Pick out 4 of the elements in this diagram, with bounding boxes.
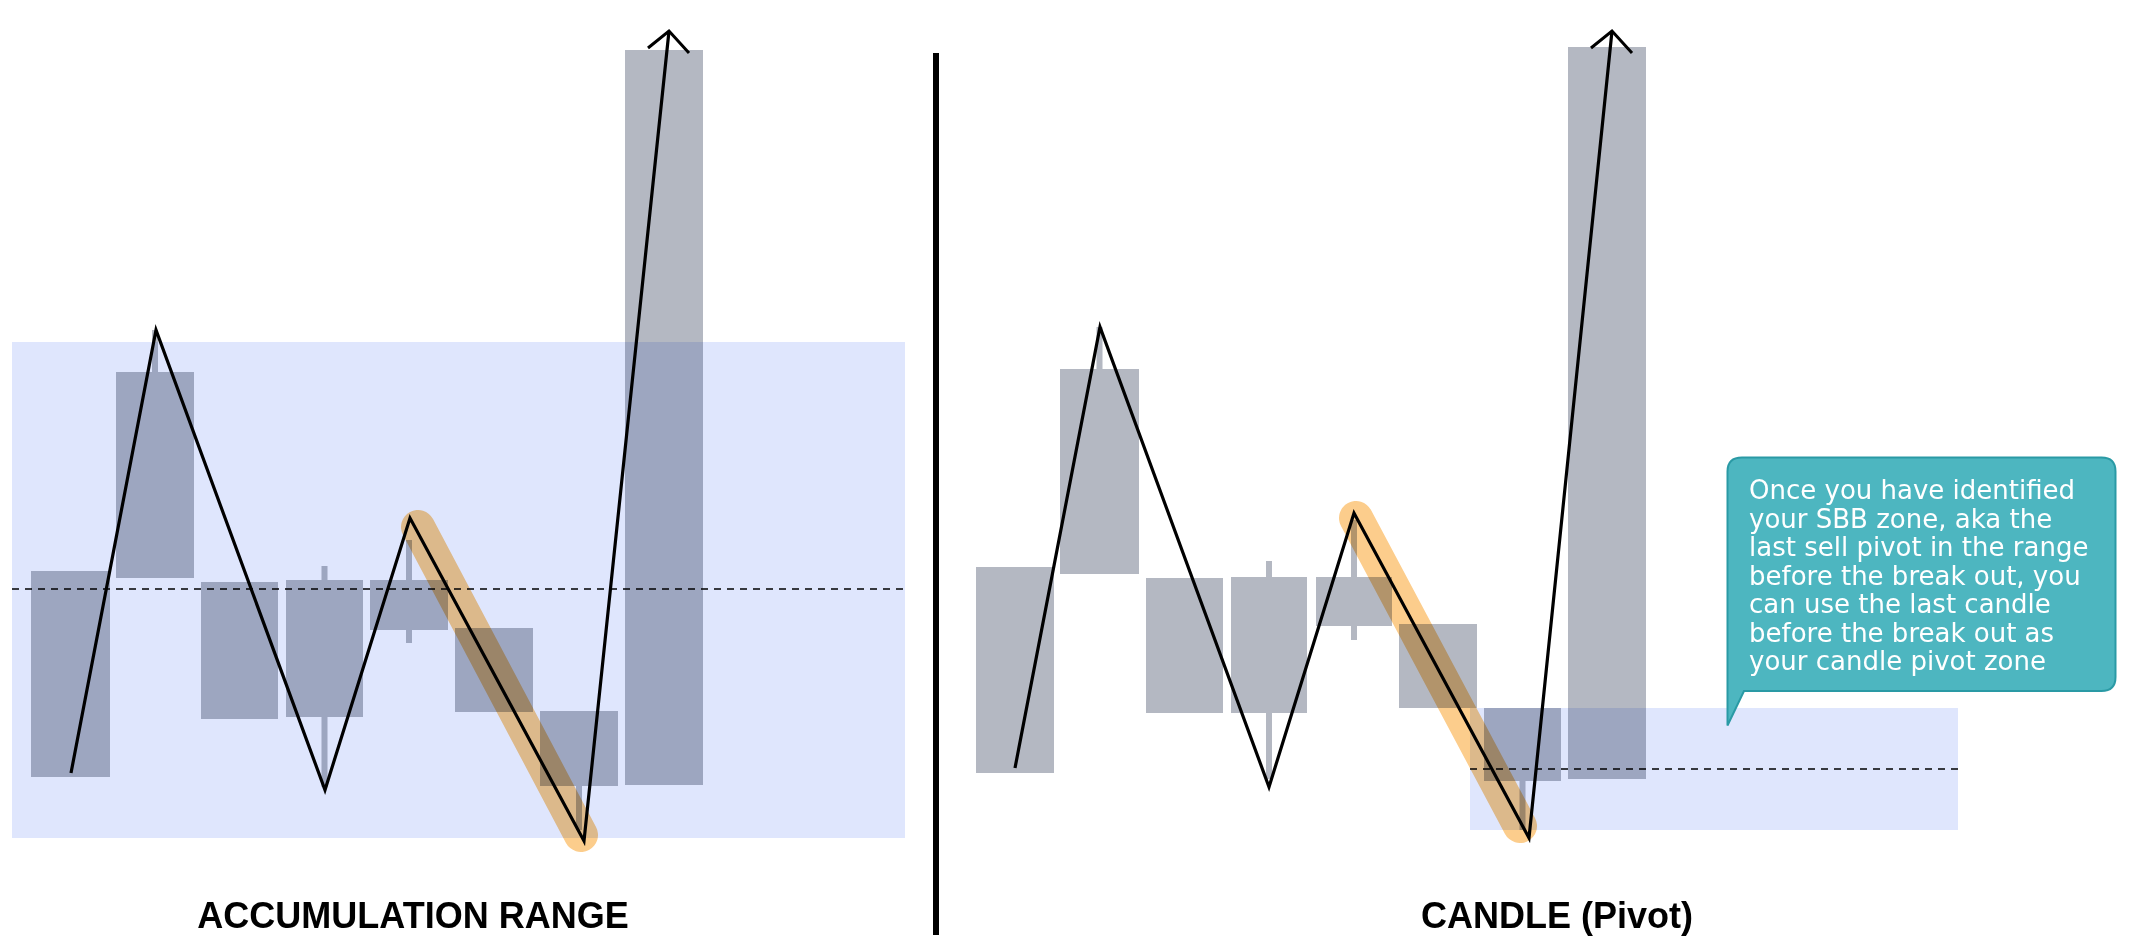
panel-caption: CANDLE (Pivot) [1421,896,1693,936]
callout-text: Once you have identified your SBB zone, aka the last sell pivot in the range before the break out, you can use the last candle before the break out as your candle pivot zone [1749,476,2090,676]
speech-bubble [1726,456,2117,727]
panel-caption: ACCUMULATION RANGE [197,896,629,936]
